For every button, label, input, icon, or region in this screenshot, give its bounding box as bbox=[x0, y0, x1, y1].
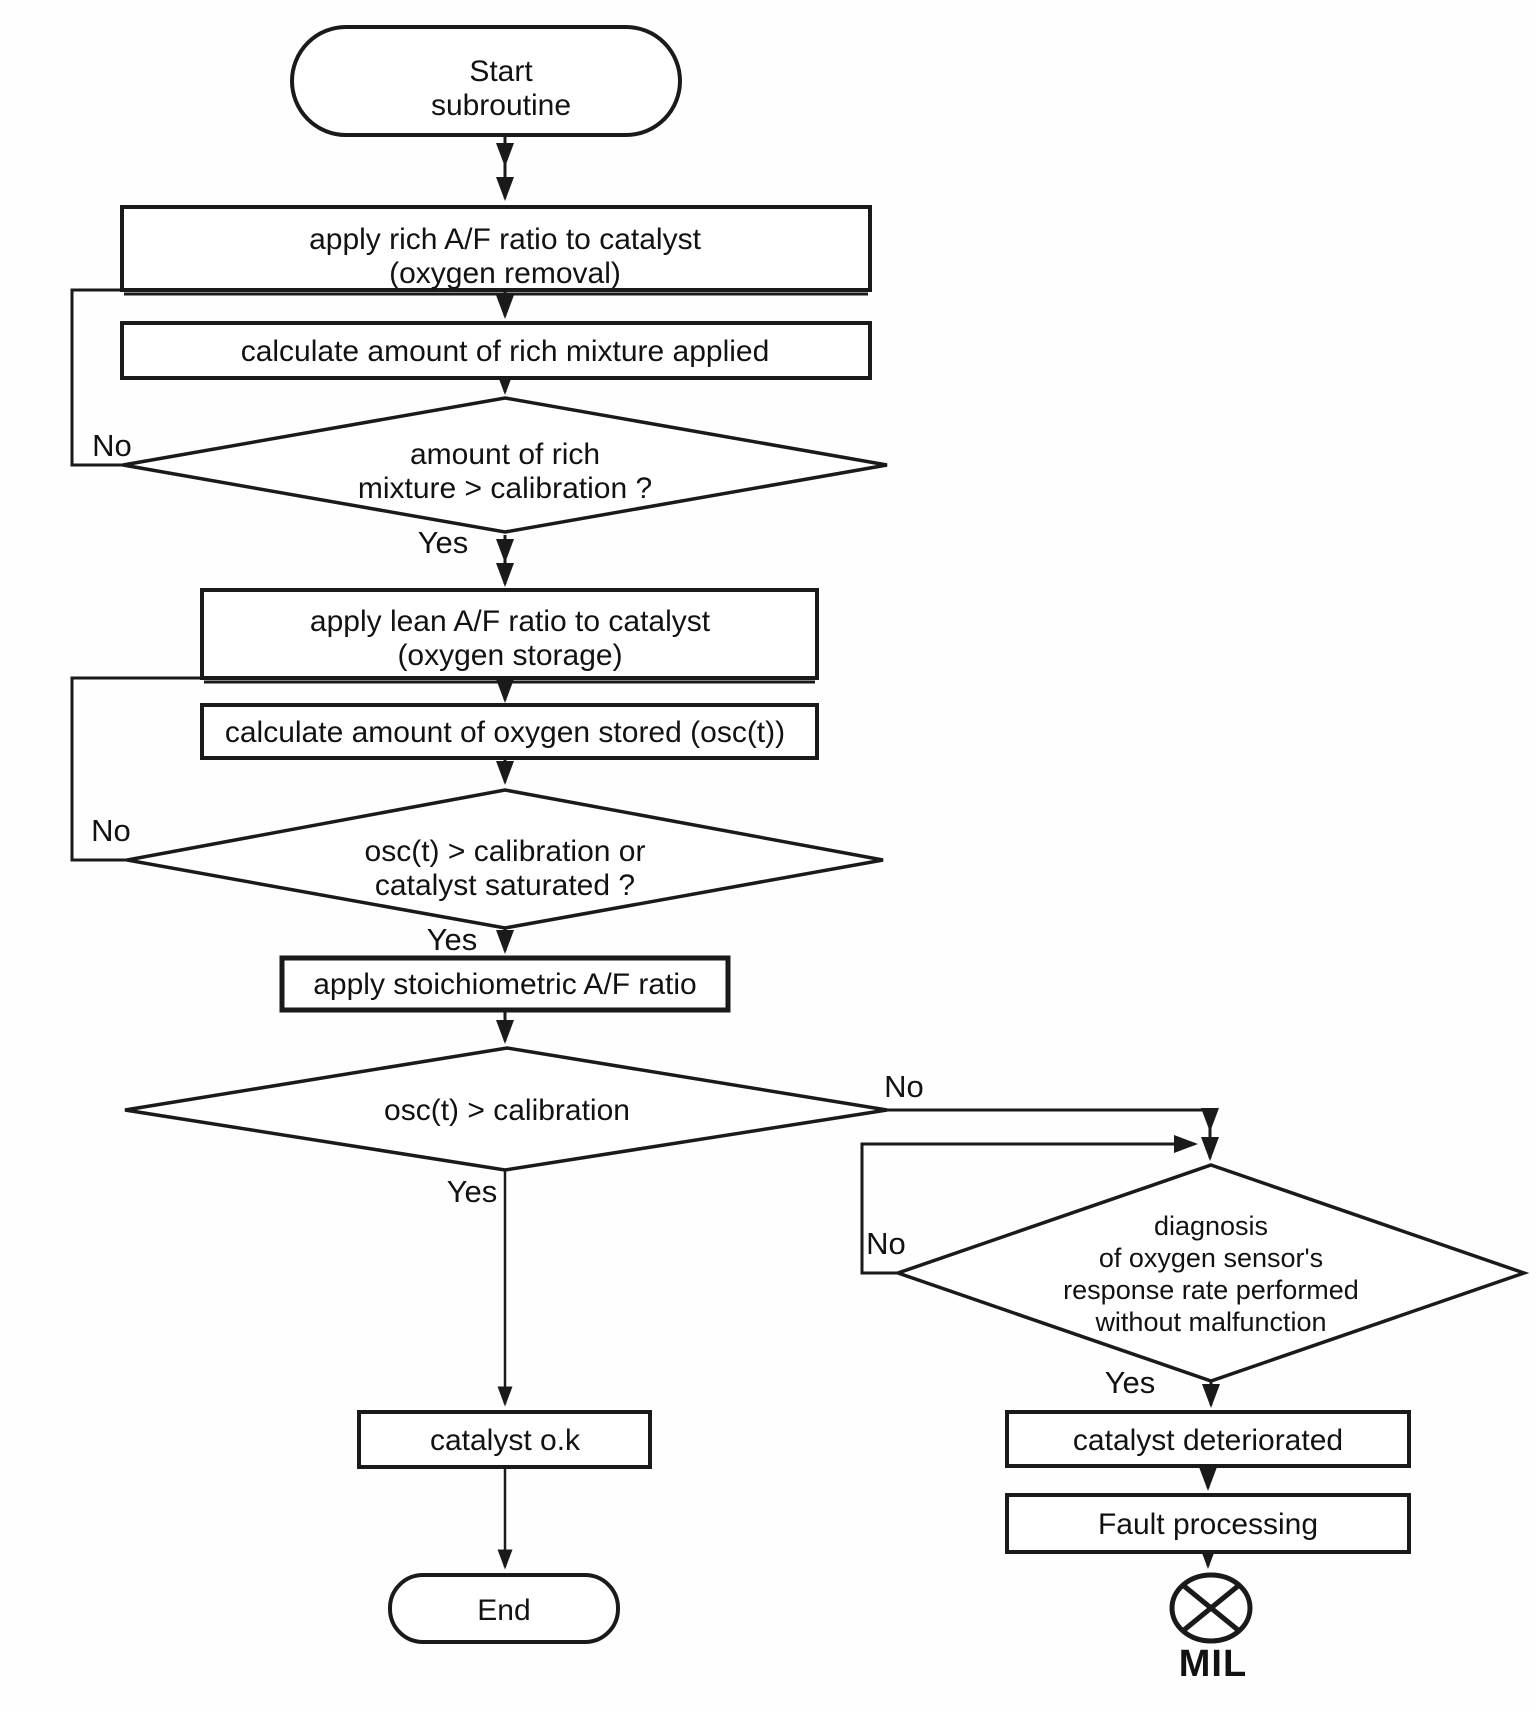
catalyst-ok-process-shape bbox=[357, 1410, 652, 1469]
apply-lean-label-line2: (oxygen storage) bbox=[397, 639, 622, 672]
node-start: Start subroutine bbox=[290, 25, 682, 137]
node-fault-processing: Fault processing bbox=[1005, 1493, 1411, 1554]
edges bbox=[70, 135, 1220, 1570]
dec-rich-amount-decision-shape bbox=[122, 396, 888, 534]
node-catalyst-ok: catalyst o.k bbox=[357, 1410, 652, 1469]
edge-label-no-dec-osc: No bbox=[884, 1069, 924, 1104]
node-end: End bbox=[388, 1573, 620, 1644]
dec-osc-saturated-decision-shape bbox=[126, 788, 884, 930]
edge-oxygen-sensor-no-loop bbox=[860, 1135, 1198, 1275]
edge-labels: No Yes No Yes No Yes No Yes bbox=[91, 428, 1155, 1400]
node-mil: MIL bbox=[1169, 1572, 1253, 1685]
fault-processing-process-shape bbox=[1005, 1493, 1411, 1554]
node-apply-stoichiometric: apply stoichiometric A/F ratio bbox=[279, 955, 731, 1013]
node-dec-osc-saturated: osc(t) > calibration or catalyst saturat… bbox=[126, 788, 884, 930]
edge-label-no-dec-osc-saturated: No bbox=[91, 813, 131, 848]
edge-dec-osc-saturated-no-loop bbox=[70, 676, 200, 862]
start-label-line1: Start bbox=[469, 55, 533, 88]
dec-osc-saturated-label-line2: catalyst saturated ? bbox=[375, 869, 635, 902]
calc-oxygen-label: calculate amount of oxygen stored (osc(t… bbox=[225, 716, 785, 749]
catalyst-deteriorated-process-shape bbox=[1005, 1410, 1411, 1468]
dec-oxygen-sensor-label-line4: without malfunction bbox=[1094, 1307, 1326, 1337]
node-apply-rich: apply rich A/F ratio to catalyst (oxygen… bbox=[120, 205, 872, 296]
mil-lamp-cross-icon bbox=[1182, 1584, 1240, 1632]
start-label-line2: subroutine bbox=[431, 89, 571, 122]
mil-label: MIL bbox=[1179, 1643, 1247, 1685]
catalyst-ok-label: catalyst o.k bbox=[430, 1424, 581, 1457]
apply-rich-process-shape bbox=[120, 205, 872, 292]
node-calc-rich: calculate amount of rich mixture applied bbox=[120, 321, 872, 380]
dec-oxygen-sensor-decision-shape bbox=[892, 1163, 1530, 1383]
edge-dec-rich-no-loop bbox=[70, 288, 123, 467]
calc-oxygen-process-shape bbox=[200, 703, 819, 760]
dec-rich-amount-label-line2: mixture > calibration ? bbox=[358, 472, 652, 505]
edge-label-no-dec-rich: No bbox=[92, 428, 132, 463]
dec-oxygen-sensor-label-line3: response rate performed bbox=[1063, 1275, 1359, 1305]
node-dec-rich-amount: amount of rich mixture > calibration ? bbox=[122, 396, 888, 534]
apply-lean-process-shape bbox=[200, 588, 819, 680]
apply-rich-label-line2: (oxygen removal) bbox=[389, 257, 621, 290]
calc-rich-process-shape bbox=[120, 321, 872, 380]
fault-processing-label: Fault processing bbox=[1098, 1508, 1318, 1541]
edge-label-yes-dec-osc: Yes bbox=[447, 1174, 498, 1209]
calc-rich-label: calculate amount of rich mixture applied bbox=[241, 335, 770, 368]
start-terminator-shape bbox=[290, 25, 682, 137]
node-apply-lean: apply lean A/F ratio to catalyst (oxygen… bbox=[200, 588, 819, 684]
dec-oxygen-sensor-label-line1: diagnosis bbox=[1154, 1211, 1268, 1241]
edge-label-no-oxygen-sensor: No bbox=[866, 1226, 906, 1261]
dec-osc-label: osc(t) > calibration bbox=[384, 1094, 630, 1127]
dec-osc-decision-shape bbox=[124, 1046, 888, 1172]
node-calc-oxygen: calculate amount of oxygen stored (osc(t… bbox=[200, 703, 819, 760]
dec-oxygen-sensor-label-line2: of oxygen sensor's bbox=[1099, 1243, 1323, 1273]
apply-lean-label-line1: apply lean A/F ratio to catalyst bbox=[310, 605, 711, 638]
end-terminator-shape bbox=[388, 1573, 620, 1644]
dec-osc-saturated-label-line1: osc(t) > calibration or bbox=[365, 835, 646, 868]
node-dec-oxygen-sensor: diagnosis of oxygen sensor's response ra… bbox=[892, 1163, 1530, 1383]
node-catalyst-deteriorated: catalyst deteriorated bbox=[1005, 1410, 1411, 1468]
edge-label-yes-dec-rich: Yes bbox=[418, 525, 469, 560]
end-label: End bbox=[477, 1594, 530, 1627]
catalyst-deteriorated-label: catalyst deteriorated bbox=[1073, 1424, 1343, 1457]
node-dec-osc: osc(t) > calibration bbox=[124, 1046, 888, 1172]
edge-label-yes-dec-osc-saturated: Yes bbox=[427, 922, 478, 957]
apply-stoichiometric-label: apply stoichiometric A/F ratio bbox=[313, 968, 696, 1001]
edge-label-yes-oxygen-sensor: Yes bbox=[1105, 1365, 1156, 1400]
apply-rich-label-line1: apply rich A/F ratio to catalyst bbox=[309, 223, 701, 256]
dec-rich-amount-label-line1: amount of rich bbox=[410, 438, 600, 471]
apply-stoichiometric-process-shape bbox=[279, 955, 731, 1013]
